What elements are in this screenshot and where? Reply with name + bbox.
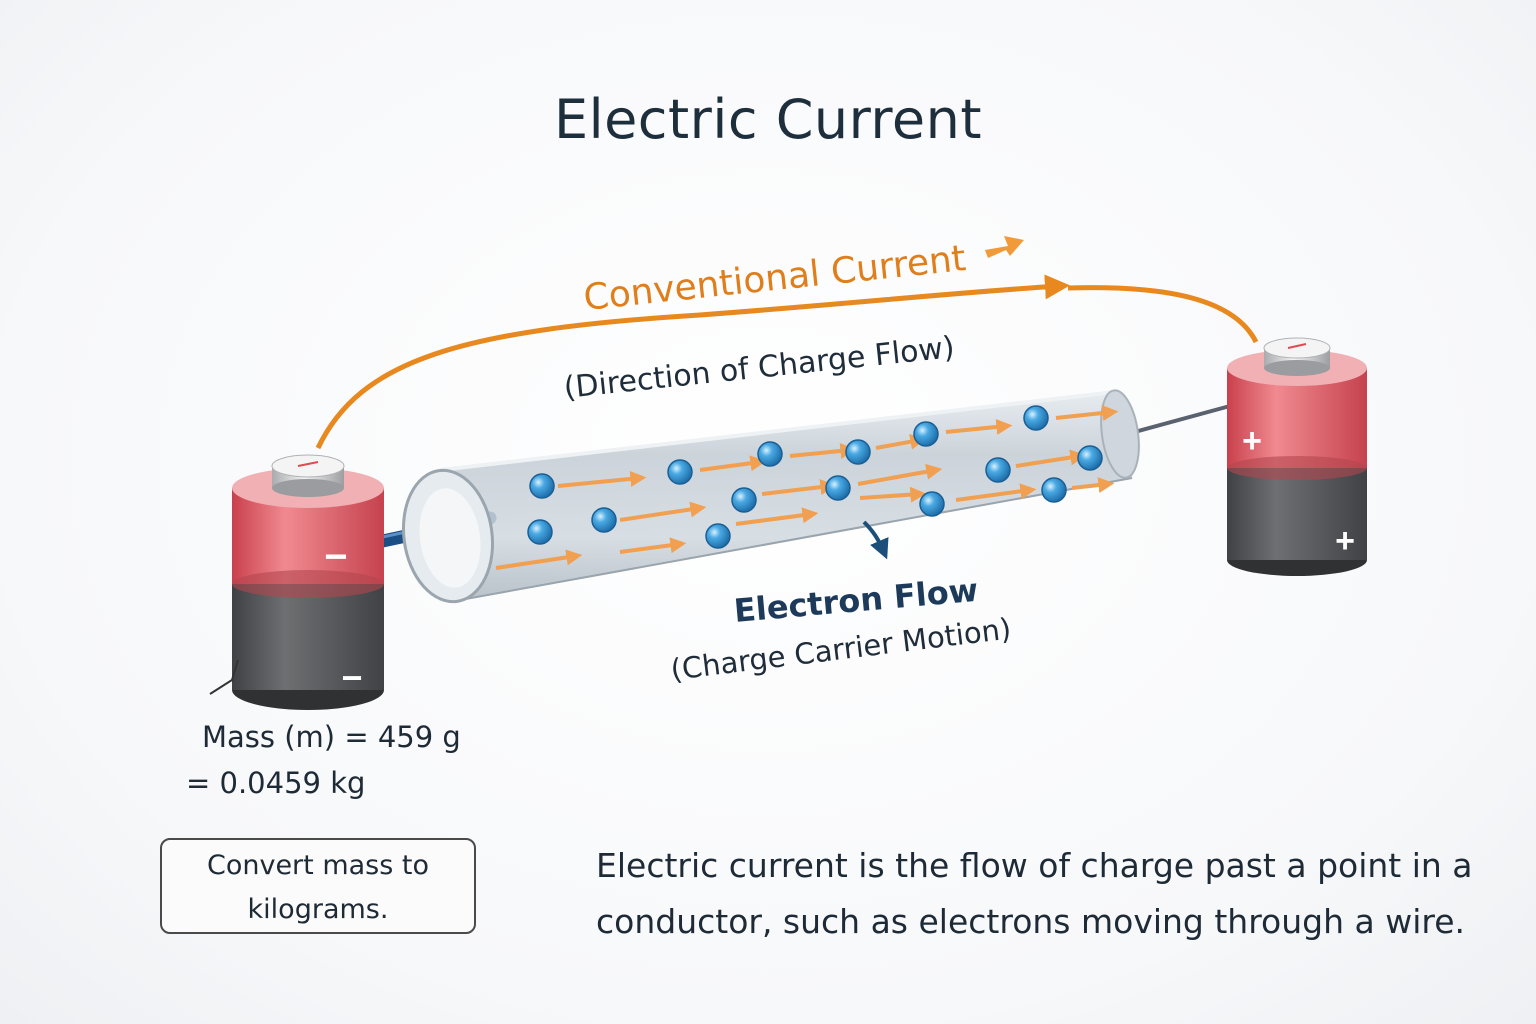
conventional-current-sublabel: (Direction of Charge Flow) <box>562 330 956 406</box>
battery-left <box>232 454 384 710</box>
flow-arrow <box>789 442 857 459</box>
electron <box>919 491 945 517</box>
battery-left-top-sign: − <box>324 535 347 579</box>
description-text: Electric current is the flow of charge p… <box>596 846 1473 941</box>
flow-arrows <box>495 405 1119 570</box>
flow-arrow <box>761 479 837 496</box>
electron <box>705 523 731 549</box>
flow-arrow <box>735 507 819 526</box>
conductor-tube <box>401 389 1140 604</box>
electrons <box>527 405 1103 549</box>
flow-arrow <box>1055 405 1119 421</box>
battery-left-pointer-mark <box>209 659 239 695</box>
note-line-2: kilograms. <box>247 894 389 925</box>
conventional-current-arrow <box>315 274 1070 450</box>
note-line-1: Convert mass to <box>206 850 429 881</box>
flow-arrow <box>859 486 927 503</box>
flow-arrow <box>1071 477 1115 494</box>
electron <box>913 421 939 447</box>
mass-value: Mass (m) = 459 g <box>202 720 461 754</box>
battery-right <box>1227 337 1367 576</box>
conventional-current-arc-end <box>1067 285 1259 344</box>
flow-arrow <box>619 537 687 554</box>
flow-arrow <box>875 433 927 450</box>
electron <box>591 507 617 533</box>
electron <box>1077 445 1103 471</box>
electron <box>1023 405 1049 431</box>
electron <box>825 475 851 501</box>
mass-converted: = 0.0459 kg <box>186 766 366 800</box>
battery-right-bottom-sign: + <box>1335 522 1355 560</box>
electron <box>845 439 871 465</box>
small-orange-arrow-icon <box>985 236 1024 258</box>
flow-arrow <box>945 418 1013 435</box>
electron <box>985 457 1011 483</box>
electron <box>757 441 783 467</box>
flow-arrow <box>495 549 583 570</box>
electron-flow-pointer-arrow <box>862 520 889 560</box>
electron <box>667 459 693 485</box>
electron <box>1041 477 1067 503</box>
flow-arrow <box>557 470 647 488</box>
electron <box>529 473 555 499</box>
page-title: Electric Current <box>553 88 983 151</box>
note-box: Convert mass to kilograms. <box>160 838 476 934</box>
flow-arrow <box>955 483 1037 502</box>
flow-arrow <box>699 455 767 472</box>
battery-left-bottom-sign: − <box>341 657 362 698</box>
electron-flow-sublabel: (Charge Carrier Motion) <box>669 611 1013 687</box>
electron <box>731 487 757 513</box>
flow-arrow <box>857 463 943 486</box>
flow-arrow <box>1015 449 1087 468</box>
electron <box>527 519 553 545</box>
flow-arrow <box>619 501 707 522</box>
battery-right-top-sign: + <box>1242 422 1262 460</box>
